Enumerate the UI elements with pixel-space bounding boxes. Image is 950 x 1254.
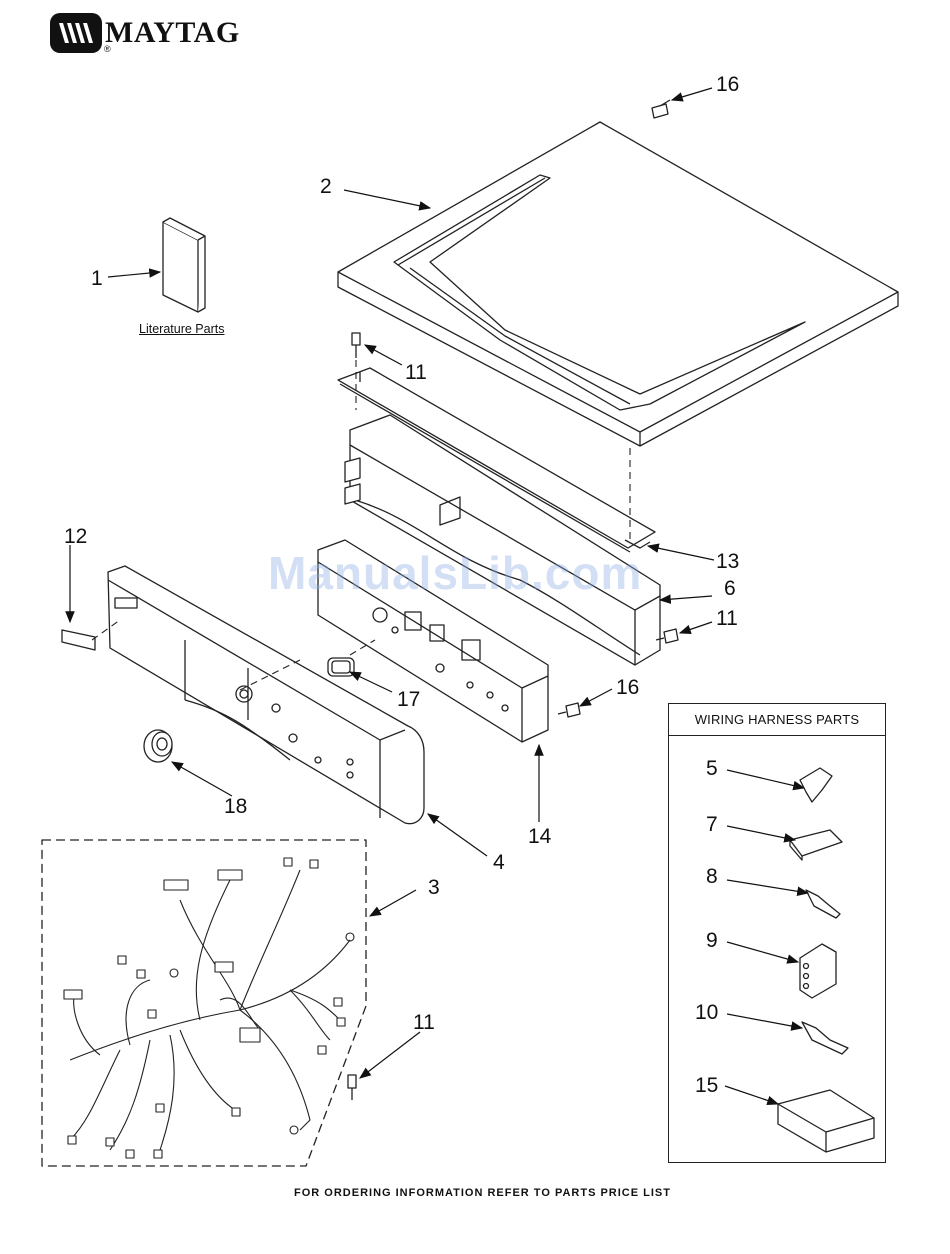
screw-11-top: [352, 333, 360, 358]
literature-booklet: [163, 218, 205, 312]
harness-dashed-box: [42, 840, 366, 1166]
callout-16-board: 16: [616, 677, 639, 698]
callout-11-top: 11: [405, 362, 427, 383]
button-cap: [328, 658, 354, 676]
screw-16-top: [652, 100, 670, 118]
badge-part: [62, 630, 95, 650]
callout-3: 3: [428, 877, 440, 898]
watermark: ManualsLib.com: [268, 546, 642, 600]
callout-14: 14: [528, 826, 551, 847]
screw-11-harness: [348, 1075, 356, 1100]
wiring-harness: [64, 858, 354, 1158]
callout-11-right: 11: [716, 608, 738, 629]
wiring-harness-parts-box: WIRING HARNESS PARTS: [668, 703, 886, 1163]
callout-18: 18: [224, 796, 247, 817]
screw-16-board: [558, 703, 580, 717]
callout-12: 12: [64, 526, 87, 547]
footer-note: FOR ORDERING INFORMATION REFER TO PARTS …: [0, 1187, 950, 1199]
literature-parts-label: Literature Parts: [139, 322, 224, 336]
callout-11-harness: 11: [413, 1012, 435, 1033]
callout-4: 4: [493, 852, 505, 873]
wiring-harness-parts-title: WIRING HARNESS PARTS: [669, 704, 885, 736]
callout-13: 13: [716, 551, 739, 572]
knob: [144, 730, 172, 762]
callout-17: 17: [397, 689, 420, 710]
callout-2: 2: [320, 176, 332, 197]
callout-1: 1: [91, 268, 103, 289]
callout-6: 6: [724, 578, 736, 599]
callout-16-top: 16: [716, 74, 739, 95]
